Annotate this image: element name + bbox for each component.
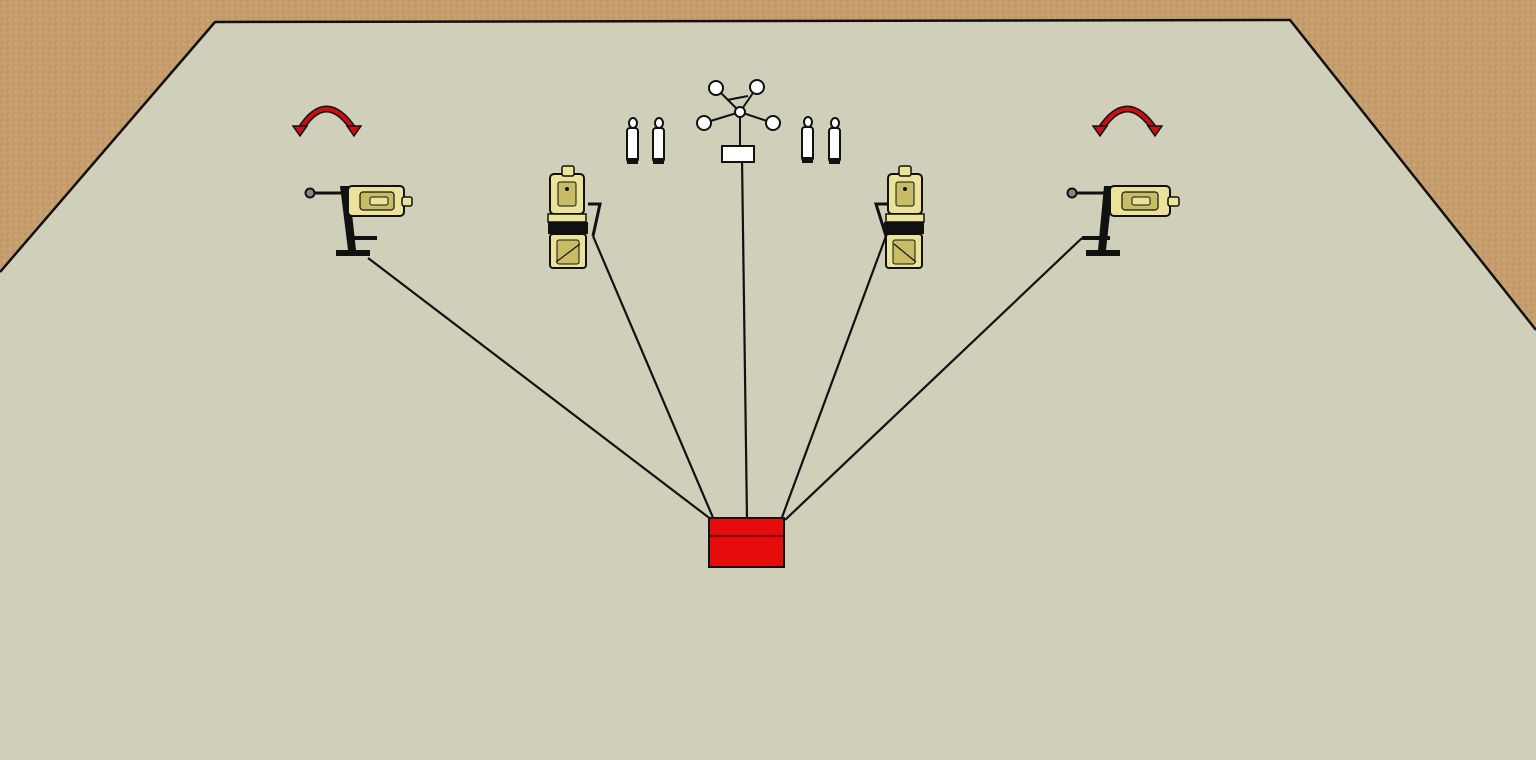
target-far-right[interactable] [1066,105,1180,256]
floor-edge-line [0,18,1536,331]
no-shoot-left [626,117,665,164]
sight-lines [367,157,1083,521]
target-left[interactable] [547,165,602,269]
sight-line-far-left [367,257,713,521]
target-center[interactable] [696,79,781,163]
right-berm-wall [1290,0,1536,330]
sight-line-far-right [784,237,1083,521]
shooting-box[interactable] [708,517,785,568]
target-right[interactable] [873,165,925,269]
left-berm-wall [0,0,215,272]
stage-floor [0,20,1536,760]
target-far-left[interactable] [291,105,413,256]
top-berm-wall [190,0,1320,22]
sight-line-right [779,235,888,521]
sight-line-center [740,157,749,521]
no-shoot-right [801,116,841,164]
sight-line-left [591,235,716,521]
